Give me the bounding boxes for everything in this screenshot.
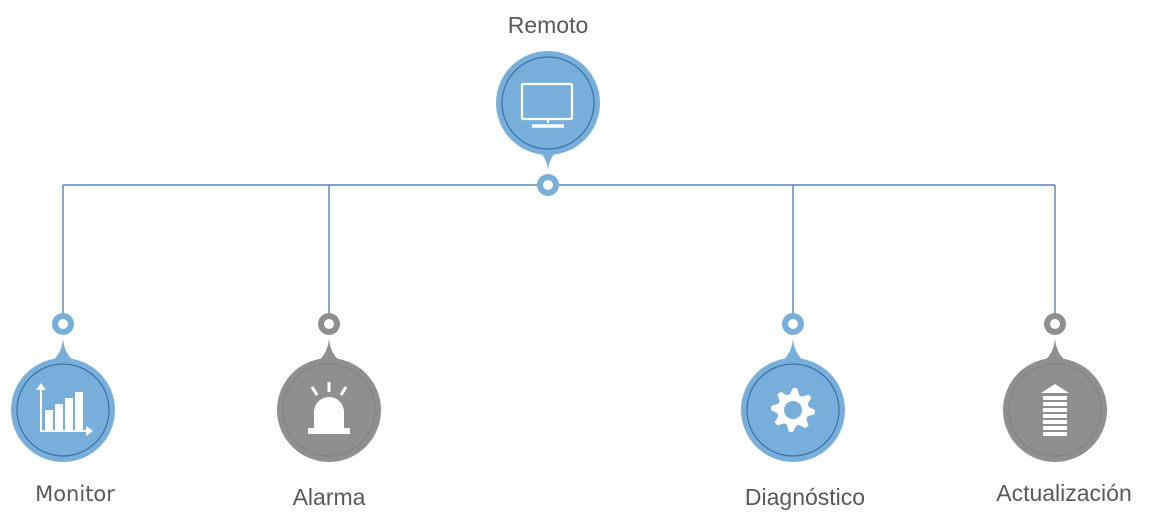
connector-lines (62, 184, 1056, 318)
node-actualizacion (1003, 313, 1107, 462)
upgrade-stack-icon (1041, 384, 1069, 436)
monitor-screen-icon (520, 82, 574, 128)
pin-drop-monitor (37, 336, 89, 370)
node-alarma (277, 313, 381, 462)
pin-hole-alarma (324, 319, 334, 329)
pin-hole-remoto (543, 180, 553, 190)
pin-drop-diagnostico (767, 336, 819, 370)
node-ring-remoto (501, 56, 595, 150)
pin-drop-actualizacion (1029, 336, 1081, 370)
pin-hole-monitor (58, 319, 68, 329)
bar-chart-icon (36, 383, 93, 436)
root-label: Remoto (507, 12, 589, 38)
pin-drop-alarma (303, 336, 355, 370)
node-diagnostico (741, 313, 845, 462)
gear-icon (771, 388, 815, 432)
node-circle-remoto (496, 51, 600, 155)
pin-hole-actualizacion (1050, 319, 1060, 329)
node-monitor (11, 313, 115, 462)
node-remoto (496, 51, 600, 196)
node-ring-diagnostico (746, 363, 840, 457)
node-ring-actualizacion (1008, 363, 1102, 457)
alarm-beacon-icon (308, 382, 350, 434)
node-ring-alarma (282, 363, 376, 457)
child-label-monitor: Monitor (35, 482, 115, 506)
node-ring-monitor (16, 363, 110, 457)
pin-hole-diagnostico (788, 319, 798, 329)
child-label-actualizacion: Actualización (996, 480, 1132, 506)
child-label-diagnostico: Diagnóstico (744, 484, 866, 510)
pin-drop-remoto (522, 141, 574, 173)
child-label-alarma: Alarma (292, 484, 366, 510)
